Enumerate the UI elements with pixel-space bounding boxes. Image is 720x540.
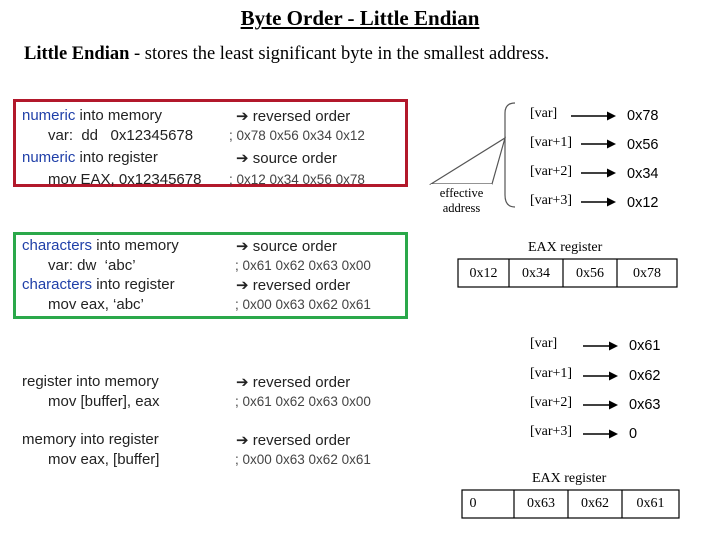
eax-bottom-byte-3: 0x61	[636, 496, 665, 511]
block3-line1-code: register into memory	[22, 373, 159, 390]
arrowhead-mem-top-1	[607, 139, 616, 149]
callout-box	[431, 184, 492, 219]
mem-top-val-3: 0x12	[627, 195, 659, 211]
block2-line4-code: mov eax, ‘abc’	[48, 296, 144, 313]
slide-title: Byte Order - Little Endian	[240, 6, 480, 30]
block3-line2-comment: ; 0x61 0x62 0x63 0x00	[235, 394, 371, 409]
eax-top-byte-0: 0x12	[469, 266, 498, 281]
mem-bot-val-1: 0x62	[629, 368, 661, 384]
block1-keyword-numeric: numeric	[22, 107, 76, 124]
eax-top-label: EAX register	[528, 240, 603, 255]
block3-line3-code: memory into register	[22, 431, 159, 448]
mem-top-addr-3: [var+3]	[530, 193, 573, 208]
numeric-example-box	[13, 99, 408, 187]
eax-bottom-byte-1: 0x63	[527, 496, 555, 511]
callout-wedge	[428, 136, 506, 185]
block2-line2-code: var: dw ‘abc’	[48, 257, 136, 274]
eax-top-byte-1: 0x34	[522, 266, 550, 281]
mem-bot-val-0: 0x61	[629, 338, 661, 354]
block1-line3-rest: into register	[75, 149, 158, 166]
memory-top-arrows	[571, 111, 616, 207]
slide-subtitle: Little Endian - stores the least signifi…	[24, 44, 549, 65]
eax-bottom-label: EAX register	[532, 471, 607, 486]
block2-keyword-characters: characters	[22, 237, 93, 254]
mem-bot-addr-1: [var+1]	[530, 366, 573, 381]
block1-line3: numeric into register	[22, 149, 158, 166]
block1-line2-code: var: dd 0x12345678	[48, 127, 194, 144]
block2-line1-rest: into memory	[92, 237, 179, 254]
arrowhead-mem-bot-1	[609, 371, 618, 381]
memory-bottom-arrows	[583, 341, 618, 439]
block2-line1: characters into memory	[22, 237, 179, 254]
block1-line1: numeric into memory	[22, 107, 162, 124]
arrowhead-mem-top-2	[607, 168, 616, 178]
block1-line4-code: mov EAX, 0x12345678	[48, 171, 202, 188]
arrowhead-mem-bot-3	[609, 429, 618, 439]
block2-line2-comment: ; 0x61 0x62 0x63 0x00	[235, 258, 371, 273]
eax-top-byte-3: 0x78	[633, 266, 661, 281]
eax-bottom-byte-2: 0x62	[581, 496, 609, 511]
eax-top-register-outline	[457, 258, 678, 288]
mem-bot-addr-0: [var]	[530, 336, 558, 351]
mem-top-val-2: 0x34	[627, 166, 659, 182]
block2-line3: characters into register	[22, 276, 175, 293]
block1-line3-arrow: ➔ source order	[236, 150, 337, 167]
mem-top-val-0: 0x78	[627, 108, 659, 124]
block2-line3-arrow: ➔ reversed order	[236, 277, 351, 294]
eax-top-byte-2: 0x56	[576, 266, 604, 281]
eax-bottom-register-outline	[461, 489, 680, 519]
mem-bot-addr-3: [var+3]	[530, 424, 573, 439]
block1-keyword-numeric-2: numeric	[22, 149, 76, 166]
block3-line2-code: mov [buffer], eax	[48, 393, 160, 410]
block3-line4-comment: ; 0x00 0x63 0x62 0x61	[235, 452, 371, 467]
eax-top-rect	[457, 258, 678, 288]
arrowhead-mem-bot-0	[609, 341, 618, 351]
arrowhead-mem-top-0	[607, 111, 616, 121]
block3-line4-code: mov eax, [buffer]	[48, 451, 160, 468]
mem-top-addr-1: [var+1]	[530, 135, 573, 150]
characters-example-box	[13, 232, 408, 319]
arrowhead-mem-top-3	[607, 197, 616, 207]
eax-bottom-byte-0: 0	[469, 496, 477, 511]
block3-line3-arrow: ➔ reversed order	[236, 432, 351, 449]
mem-bot-val-2: 0x63	[629, 397, 661, 413]
block1-line2-comment: ; 0x78 0x56 0x34 0x12	[229, 128, 365, 143]
mem-top-val-1: 0x56	[627, 137, 659, 153]
mem-bot-addr-2: [var+2]	[530, 395, 573, 410]
address-bracket	[504, 102, 516, 208]
eax-bottom-rect	[461, 489, 680, 519]
block1-line1-arrow: ➔ reversed order	[236, 108, 351, 125]
block2-line3-rest: into register	[92, 276, 175, 293]
mem-top-addr-0: [var]	[530, 106, 558, 121]
block2-line1-arrow: ➔ source order	[236, 238, 337, 255]
effective-address-callout: effective address	[439, 186, 484, 215]
arrowhead-mem-bot-2	[609, 400, 618, 410]
subtitle-rest: - stores the least significant byte in t…	[129, 44, 550, 64]
block1-line4-comment: ; 0x12 0x34 0x56 0x78	[229, 172, 365, 187]
subtitle-bold: Little Endian	[24, 44, 130, 64]
mem-bot-val-3: 0	[629, 426, 638, 442]
block3-line1-arrow: ➔ reversed order	[236, 374, 351, 391]
mem-top-addr-2: [var+2]	[530, 164, 573, 179]
block2-line4-comment: ; 0x00 0x63 0x62 0x61	[235, 297, 371, 312]
block2-keyword-characters-2: characters	[22, 276, 93, 293]
block1-line1-rest: into memory	[75, 107, 163, 124]
